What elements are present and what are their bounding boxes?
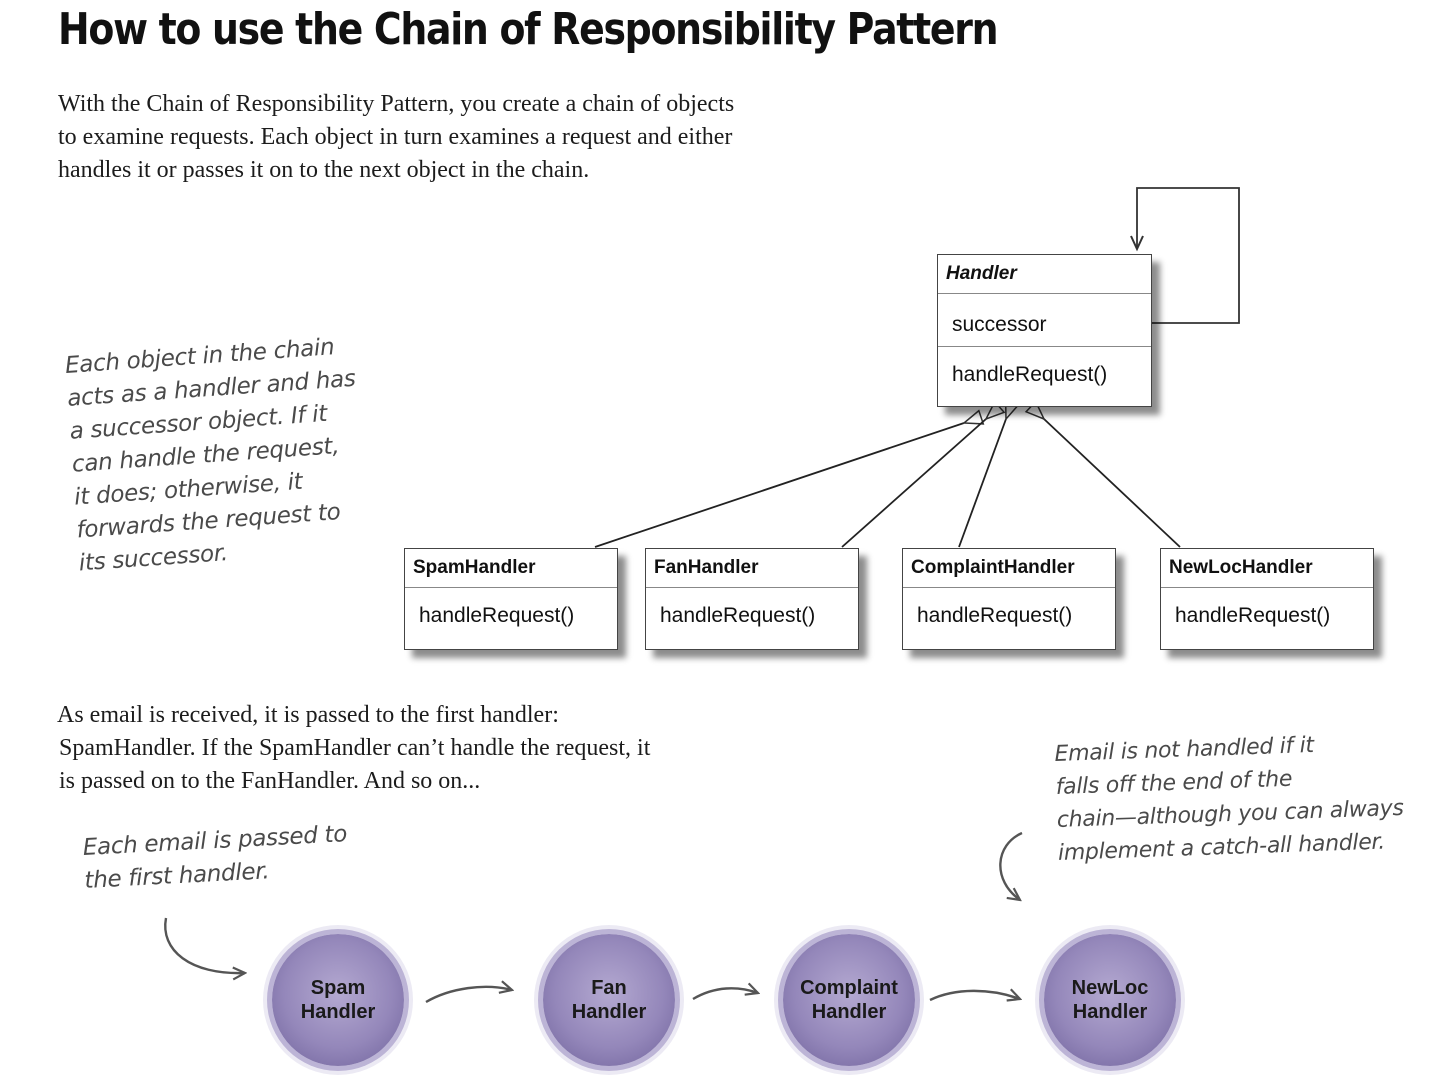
node-label-line: Handler	[300, 1001, 376, 1023]
node-label-line: Handler	[1072, 1001, 1148, 1023]
intro-paragraph: With the Chain of Responsibility Pattern…	[58, 88, 734, 187]
handler-method: handleRequest()	[938, 346, 1151, 403]
chain-arrow-2	[692, 988, 758, 1001]
node-label-line: Handler	[811, 1001, 887, 1023]
node-label-line: NewLoc	[1071, 977, 1149, 999]
subclass-name: SpamHandler	[413, 557, 536, 578]
first-handler-arrow	[164, 917, 245, 973]
successor-arrowhead	[1130, 235, 1144, 252]
subclass-name: ComplaintHandler	[911, 557, 1075, 578]
handler-attribute: successor	[938, 293, 1151, 346]
handler-class-name: Handler	[946, 263, 1017, 284]
flow-line: As email is received, it is passed to th…	[57, 702, 559, 728]
subclass-method: handleRequest()	[1161, 587, 1373, 646]
spam-handler-class-box: SpamHandler handleRequest()	[404, 548, 618, 650]
intro-line: to examine requests. Each object in turn…	[58, 124, 733, 150]
chain-node-fan: Fan Handler	[543, 934, 675, 1066]
intro-line: handles it or passes it on to the next o…	[58, 157, 590, 183]
flow-line: is passed on to the FanHandler. And so o…	[59, 768, 481, 794]
inherit-line-newloc	[1044, 419, 1181, 548]
node-label-line: Spam	[310, 977, 366, 999]
flow-paragraph: As email is received, it is passed to th…	[57, 699, 650, 798]
subclass-method: handleRequest()	[646, 587, 858, 646]
subclass-method: handleRequest()	[903, 587, 1115, 646]
subclass-method: handleRequest()	[405, 587, 617, 646]
page-title: How to use the Chain of Responsibility P…	[58, 4, 999, 55]
node-label-line: Complaint	[800, 977, 898, 999]
node-label-line: Handler	[571, 1001, 647, 1023]
newloc-handler-class-box: NewLocHandler handleRequest()	[1160, 548, 1374, 650]
chain-node-newloc: NewLoc Handler	[1044, 934, 1176, 1066]
successor-association-line	[1136, 187, 1240, 324]
end-of-chain-arrow	[999, 831, 1023, 900]
handler-note: Each object in the chain acts as a handl…	[64, 330, 368, 581]
flow-line: SpamHandler. If the SpamHandler can’t ha…	[59, 735, 651, 761]
inherit-line-fan	[841, 419, 986, 548]
fan-handler-class-box: FanHandler handleRequest()	[645, 548, 859, 650]
intro-line: With the Chain of Responsibility Pattern…	[58, 91, 735, 117]
end-of-chain-note: Email is not handled if it falls off the…	[1054, 726, 1405, 870]
node-label-line: Fan	[591, 977, 627, 999]
first-handler-note: Each email is passed to the first handle…	[82, 818, 350, 898]
inherit-line-spam	[594, 423, 964, 548]
chain-node-spam: Spam Handler	[272, 934, 404, 1066]
chain-arrow-1	[425, 987, 512, 1004]
complaint-handler-class-box: ComplaintHandler handleRequest()	[902, 548, 1116, 650]
chain-node-complaint: Complaint Handler	[783, 934, 915, 1066]
subclass-name: FanHandler	[654, 557, 759, 578]
chain-arrow-3	[929, 991, 1020, 1000]
handler-class-box: Handler successor handleRequest()	[937, 254, 1152, 407]
subclass-name: NewLocHandler	[1169, 557, 1313, 578]
inherit-line-complaint	[958, 419, 1006, 548]
